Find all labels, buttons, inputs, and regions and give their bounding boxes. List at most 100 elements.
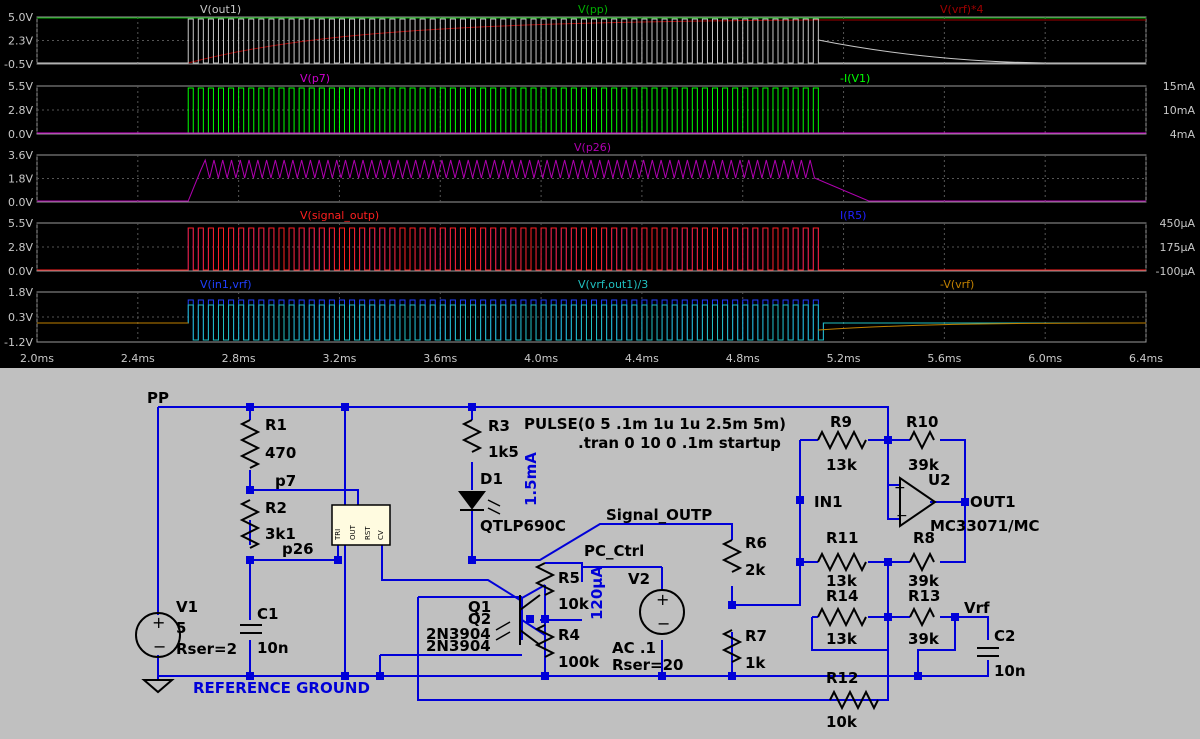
u2-name[interactable]: U2: [928, 471, 951, 489]
y-tick-label: 0.3V: [8, 311, 33, 324]
trace-label[interactable]: V(in1,vrf): [200, 278, 252, 291]
r13-name[interactable]: R13: [908, 587, 940, 605]
r7-value[interactable]: 1k: [745, 654, 766, 672]
v1-name[interactable]: V1: [176, 598, 198, 616]
r3-name[interactable]: R3: [488, 417, 510, 435]
net-label-vrf[interactable]: Vrf: [964, 599, 990, 617]
v2-value[interactable]: AC .1: [612, 639, 656, 657]
svg-text:+: +: [152, 613, 165, 632]
r4-name[interactable]: R4: [558, 626, 580, 644]
svg-text:CV: CV: [377, 530, 385, 540]
r12-value[interactable]: 10k: [826, 713, 858, 731]
schematic-editor[interactable]: TRI OUT RST CV + − + − + −: [0, 368, 1200, 739]
q1-value[interactable]: 2N3904: [426, 625, 491, 643]
net-label-signal-outp[interactable]: Signal_OUTP: [606, 506, 712, 524]
r2-name[interactable]: R2: [265, 499, 287, 517]
svg-text:+: +: [894, 480, 906, 496]
r2-value[interactable]: 3k1: [265, 525, 296, 543]
r6-value[interactable]: 2k: [745, 561, 766, 579]
r9-value[interactable]: 13k: [826, 456, 858, 474]
svg-text:−: −: [657, 614, 670, 633]
y2-tick-label: 175µA: [1159, 241, 1195, 254]
c2-name[interactable]: C2: [994, 627, 1015, 645]
d1-name[interactable]: D1: [480, 470, 503, 488]
led-symbol: [458, 491, 501, 515]
r11-value[interactable]: 13k: [826, 572, 858, 590]
net-label-in1[interactable]: IN1: [814, 493, 843, 511]
net-label-p7[interactable]: p7: [275, 472, 296, 490]
trace-label[interactable]: V(p26): [574, 141, 611, 154]
y-tick-label: 5.5V: [8, 217, 33, 230]
r1-value[interactable]: 470: [265, 444, 296, 462]
r14-name[interactable]: R14: [826, 587, 858, 605]
x-tick-label: 4.4ms: [625, 352, 659, 365]
trace-label[interactable]: V(vrf)*4: [940, 3, 984, 16]
trace-label[interactable]: V(signal_outp): [300, 209, 379, 222]
ground-icon: [141, 679, 175, 694]
y-tick-label: 0.0V: [8, 265, 33, 278]
x-tick-label: 4.8ms: [726, 352, 760, 365]
r10-value[interactable]: 39k: [908, 456, 940, 474]
r5-value[interactable]: 10k: [558, 595, 590, 613]
r4-value[interactable]: 100k: [558, 653, 600, 671]
v2-rser[interactable]: Rser=20: [612, 656, 684, 674]
v1-rser[interactable]: Rser=2: [176, 640, 237, 658]
y-tick-label: 2.8V: [8, 104, 33, 117]
q2-name[interactable]: Q2: [468, 610, 491, 628]
trace-label[interactable]: V(p7): [300, 72, 330, 85]
y-tick-label: -1.2V: [4, 336, 33, 349]
pulse-directive[interactable]: PULSE(0 5 .1m 1u 1u 2.5m 5m): [524, 415, 786, 433]
y-tick-label: 0.0V: [8, 196, 33, 209]
svg-text:−: −: [153, 637, 166, 656]
y-tick-label: 2.3V: [8, 35, 33, 48]
r14-value[interactable]: 13k: [826, 630, 858, 648]
r1-name[interactable]: R1: [265, 416, 287, 434]
x-tick-label: 2.8ms: [222, 352, 256, 365]
y-tick-label: 0.0V: [8, 128, 33, 141]
r6-name[interactable]: R6: [745, 534, 767, 552]
trace-label[interactable]: V(vrf,out1)/3: [578, 278, 648, 291]
tran-directive[interactable]: .tran 0 10 0 .1m startup: [578, 434, 781, 452]
net-label-pc-ctrl[interactable]: PC_Ctrl: [584, 542, 644, 560]
q1-name[interactable]: Q1: [468, 598, 491, 616]
net-label-out1[interactable]: OUT1: [970, 493, 1016, 511]
c2-value[interactable]: 10n: [994, 662, 1026, 680]
r12-name[interactable]: R12: [826, 669, 858, 687]
r8-name[interactable]: R8: [913, 529, 935, 547]
r3-value[interactable]: 1k5: [488, 443, 519, 461]
r8-value[interactable]: 39k: [908, 572, 940, 590]
y-tick-label: 2.8V: [8, 241, 33, 254]
trace-label[interactable]: -I(V1): [840, 72, 870, 85]
v1-value[interactable]: 5: [176, 619, 186, 637]
v2-name[interactable]: V2: [628, 570, 650, 588]
trace-neg-vrf: [37, 322, 1147, 331]
c1-name[interactable]: C1: [257, 605, 278, 623]
r5-current-annotation[interactable]: 120µA: [588, 566, 606, 620]
x-tick-label: 2.0ms: [20, 352, 54, 365]
d1-value[interactable]: QTLP690C: [480, 517, 566, 535]
trace-signal-outp: [37, 227, 1146, 271]
r10-name[interactable]: R10: [906, 413, 938, 431]
r13-value[interactable]: 39k: [908, 630, 940, 648]
net-label-ground[interactable]: REFERENCE GROUND: [193, 679, 370, 697]
q2-value[interactable]: 2N3904: [426, 637, 491, 655]
r5-name[interactable]: R5: [558, 569, 580, 587]
r7-name[interactable]: R7: [745, 627, 767, 645]
net-label-pp[interactable]: PP: [147, 389, 169, 407]
resistor-symbols: [239, 419, 935, 711]
junction-dots: [246, 403, 969, 680]
trace-label[interactable]: V(out1): [200, 3, 241, 16]
y-tick-label: 1.8V: [8, 173, 33, 186]
trace-label[interactable]: I(R5): [840, 209, 866, 222]
r11-name[interactable]: R11: [826, 529, 858, 547]
x-tick-label: 2.4ms: [121, 352, 155, 365]
led-current-annotation[interactable]: 1.5mA: [522, 452, 540, 506]
trace-label[interactable]: -V(vrf): [940, 278, 974, 291]
u2-value[interactable]: MC33071/MC: [930, 517, 1040, 535]
waveform-viewer[interactable]: 5.0V2.3V-0.5VV(out1)V(pp)V(vrf)*45.5V2.8…: [0, 0, 1200, 368]
trace-label[interactable]: V(pp): [578, 3, 608, 16]
c1-value[interactable]: 10n: [257, 639, 289, 657]
r9-name[interactable]: R9: [830, 413, 852, 431]
net-label-p26[interactable]: p26: [282, 540, 314, 558]
trace-vrf-out1: [37, 304, 1146, 341]
